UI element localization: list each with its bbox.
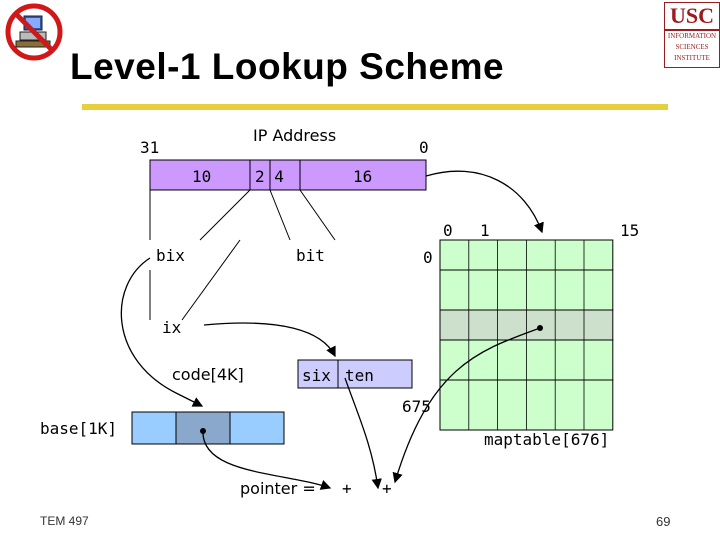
code-box <box>297 359 413 389</box>
logo-top-text: USC <box>665 3 719 31</box>
line-to-bix-right <box>199 189 251 241</box>
arrow-maptable-to-plus <box>392 327 541 484</box>
ip-field-16: 16 <box>353 167 373 186</box>
maptable-row-675: 675 <box>402 397 431 416</box>
arrow-ix-to-code <box>203 322 336 358</box>
logo-line2: SCIENCES <box>675 43 709 51</box>
maptable-label: maptable[676] <box>484 430 610 449</box>
maptable-pointer-dot <box>537 325 543 331</box>
arrow-ip-to-maptable <box>425 170 544 234</box>
ip-address-label: IP Address <box>253 126 337 145</box>
ip-field-24: 2 4 <box>255 167 284 186</box>
bit-label: bit <box>296 246 325 265</box>
ix-label: ix <box>162 318 182 337</box>
line-ix-right <box>181 239 241 321</box>
maptable-col-15: 15 <box>620 221 640 240</box>
code-six: six <box>302 366 331 385</box>
code-ten: ten <box>345 366 374 385</box>
line-to-bit-right <box>299 189 336 241</box>
slide-title: Level-1 Lookup Scheme <box>70 46 505 87</box>
no-computer-icon <box>5 3 63 61</box>
arrow-bix-to-base <box>120 257 204 407</box>
arrow-base-to-pointer <box>202 429 332 490</box>
plus-1: + <box>342 479 352 498</box>
plus-2: + <box>382 479 392 498</box>
maptable-grid <box>439 239 614 431</box>
maptable-col-0: 0 <box>443 221 453 240</box>
footer-text: TEM 497 <box>40 514 89 528</box>
base-label: base[1K] <box>40 419 118 438</box>
bit-31-label: 31 <box>140 138 160 157</box>
bit-0-label: 0 <box>419 138 429 157</box>
title-underline <box>82 104 668 110</box>
ip-field-10: 10 <box>192 167 212 186</box>
bix-label: bix <box>156 246 185 265</box>
maptable-row-0: 0 <box>423 248 433 267</box>
base-pointer-dot <box>200 428 206 434</box>
maptable-col-1: 1 <box>480 221 490 240</box>
usc-isi-logo: USC INFORMATION SCIENCES INSTITUTE <box>664 2 720 68</box>
ip-address-bar <box>149 159 427 191</box>
logo-line1: INFORMATION <box>667 32 717 40</box>
logo-line3: INSTITUTE <box>674 54 710 62</box>
pointer-label: pointer = <box>240 479 316 498</box>
line-to-bit-left <box>269 189 291 241</box>
code-label: code[4K] <box>172 365 244 384</box>
arrow-code-to-pointer <box>344 377 382 490</box>
page-number: 69 <box>656 514 671 529</box>
